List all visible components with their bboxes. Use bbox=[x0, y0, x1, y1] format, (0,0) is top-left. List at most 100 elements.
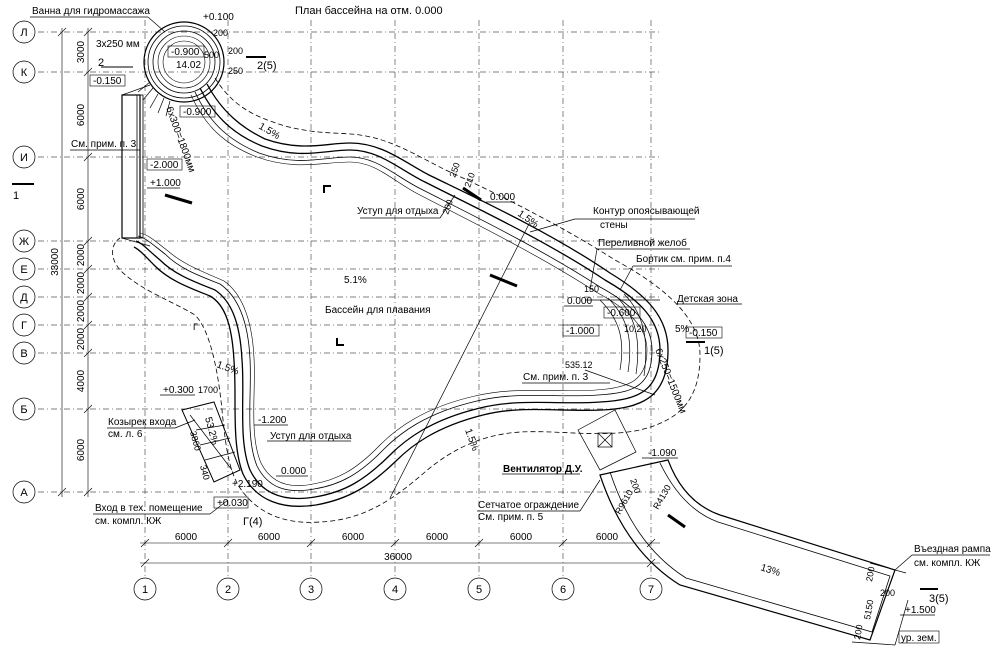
section-4-label: Г(4) bbox=[243, 516, 262, 528]
elev-p1500: +1.500 bbox=[905, 605, 936, 616]
dim-value: 250 bbox=[447, 161, 462, 179]
hydro-bath bbox=[137, 21, 225, 117]
elev-m0150-right: -0.150 bbox=[689, 328, 718, 339]
see-note-3-top: См. прим. п. 3 bbox=[71, 139, 137, 150]
misc-dimensions: 200 200 500 250 250 210 200 150 10.20 53… bbox=[188, 28, 895, 640]
elev-p2190: +2.190 bbox=[232, 479, 263, 490]
entrance-label-2: см. компл. КЖ bbox=[95, 516, 162, 527]
axis-g-mark: Г bbox=[193, 322, 198, 332]
row-axis-label: Е bbox=[20, 264, 27, 276]
dim-value: 500 bbox=[204, 50, 219, 60]
elev-0000-kids: 0.000 bbox=[567, 296, 592, 307]
ventilator-label: Вентилятор Д.У. bbox=[503, 464, 583, 475]
column-axis-label: 3 bbox=[308, 584, 314, 596]
row-span-dim: 6000 bbox=[76, 438, 87, 461]
column-span-dim: 6000 bbox=[596, 532, 619, 543]
elev-m1200: -1.200 bbox=[258, 415, 287, 426]
dim-value: 200 bbox=[880, 588, 895, 598]
dim-value: 5150 bbox=[862, 599, 875, 620]
row-axis-label: А bbox=[20, 487, 28, 499]
slope-top: 1.5% bbox=[257, 121, 282, 142]
row-axis-label: Л bbox=[20, 27, 27, 39]
elev-top: +0.100 bbox=[203, 12, 234, 23]
ramp-label-1: Въездная рампа bbox=[914, 544, 991, 555]
left-wall-block bbox=[121, 84, 151, 247]
dim-value: 1700 bbox=[198, 385, 218, 395]
column-axis-label: 5 bbox=[476, 584, 482, 596]
elev-m1090: -1.090 bbox=[648, 448, 677, 459]
row-span-dim: 4000 bbox=[76, 369, 87, 392]
dim-value: 200 bbox=[213, 28, 228, 38]
plan-title: План бассейна на отм. 0.000 bbox=[295, 5, 443, 17]
steps-label-3: 6x250=1500мм bbox=[652, 347, 688, 415]
row-axis-label: Г bbox=[21, 320, 27, 332]
pool-corner-markers bbox=[323, 185, 344, 346]
callout-texts: Ванна для гидромассажа 3x250 мм 6x300=18… bbox=[32, 6, 991, 644]
column-axis-label: 1 bbox=[142, 584, 148, 596]
dim-value: 200 bbox=[864, 566, 876, 583]
section-cut-line bbox=[389, 221, 531, 499]
girdling-wall-contour bbox=[112, 77, 701, 523]
tech-room-entrance bbox=[181, 401, 241, 483]
column-span-dim: 6000 bbox=[258, 532, 281, 543]
row-span-dim: 2000 bbox=[76, 327, 87, 350]
dim-value: 200 bbox=[852, 624, 864, 641]
dim-value: 210 bbox=[462, 171, 477, 189]
dim-value: 535.12 bbox=[565, 360, 593, 370]
elevation-marks: +0.100 -0.900 14.02 -0.150 -0.900 -2.000… bbox=[89, 12, 936, 616]
elev-m2000: -2.000 bbox=[150, 160, 179, 171]
section-2-label: 2 bbox=[98, 57, 104, 69]
mesh-label-1: Сетчатое ограждение bbox=[478, 500, 579, 511]
dim-value: 10.20 bbox=[624, 324, 647, 334]
slope-bottom: 1.5% bbox=[462, 427, 480, 452]
elev-0000-top: 0.000 bbox=[490, 192, 515, 203]
overflow-label: Переливной желоб bbox=[598, 237, 687, 249]
section-markers: 1 1(5) 2 2(5) 3(5) Г(4) bbox=[12, 56, 949, 605]
total-height-dim: 33000 bbox=[50, 248, 61, 276]
dim-value: 150 bbox=[584, 284, 599, 294]
dim-value: 340 bbox=[198, 464, 212, 481]
column-axis-markers: 1 2 3 4 5 6 7 bbox=[133, 577, 663, 601]
row-axis-label: Ж bbox=[19, 236, 29, 248]
row-axis-label: К bbox=[21, 67, 28, 79]
column-span-dim: 6000 bbox=[510, 532, 533, 543]
see-note-3-right: См. прим. п. 3 bbox=[523, 372, 589, 383]
row-axis-label: В bbox=[20, 348, 27, 360]
column-span-dim: 6000 bbox=[426, 532, 449, 543]
column-axis-label: 2 bbox=[225, 584, 231, 596]
girdling-wall-label-1: Контур опоясывающей bbox=[593, 206, 700, 217]
canopy-label-2: см. л. 6 bbox=[108, 429, 143, 440]
entrance-label-1: Вход в тех. помещение bbox=[95, 503, 203, 514]
rest-ledge-top: Уступ для отдыха bbox=[357, 206, 439, 217]
pool-basin bbox=[133, 83, 669, 507]
mesh-label-2: См. прим. п. 5 bbox=[478, 512, 544, 523]
swimming-pool-label: Бассейн для плавания bbox=[325, 305, 431, 316]
slope-marks bbox=[164, 186, 686, 529]
elev-0000-bottom: 0.000 bbox=[281, 466, 306, 477]
curb-label: Бортик см. прим. п.4 bbox=[636, 254, 731, 265]
column-axis-label: 6 bbox=[560, 584, 566, 596]
row-span-dim: 2000 bbox=[76, 299, 87, 322]
section-3-label: 3(5) bbox=[929, 593, 949, 605]
rest-ledge-bottom: Уступ для отдыха bbox=[270, 431, 352, 442]
elev-m1000: -1.000 bbox=[566, 326, 595, 337]
bottom-dimension-chain: 6000 6000 6000 6000 6000 6000 36000 bbox=[140, 532, 660, 568]
elev-bath-in: -0.900 bbox=[171, 47, 200, 58]
dim-value: R4130 bbox=[651, 483, 673, 511]
column-span-dim: 6000 bbox=[342, 532, 365, 543]
elev-p0300: +0.300 bbox=[163, 385, 194, 396]
dim-value: 3860 bbox=[188, 430, 203, 452]
row-span-dim: 2000 bbox=[76, 243, 87, 266]
dim-value: 200 bbox=[440, 198, 455, 216]
dim-value: 200 bbox=[228, 46, 243, 56]
elev-bath-low: -0.900 bbox=[183, 107, 212, 118]
row-span-dim: 2000 bbox=[76, 271, 87, 294]
column-axis-label: 4 bbox=[392, 584, 398, 596]
column-span-dim: 6000 bbox=[175, 532, 198, 543]
canopy-label-1: Козырек входа bbox=[108, 417, 177, 428]
row-axis-label: Д bbox=[20, 292, 28, 304]
dim-value: 250 bbox=[228, 66, 243, 76]
entry-ramp bbox=[599, 459, 909, 646]
slope-right-top: 1.5% bbox=[515, 208, 540, 230]
